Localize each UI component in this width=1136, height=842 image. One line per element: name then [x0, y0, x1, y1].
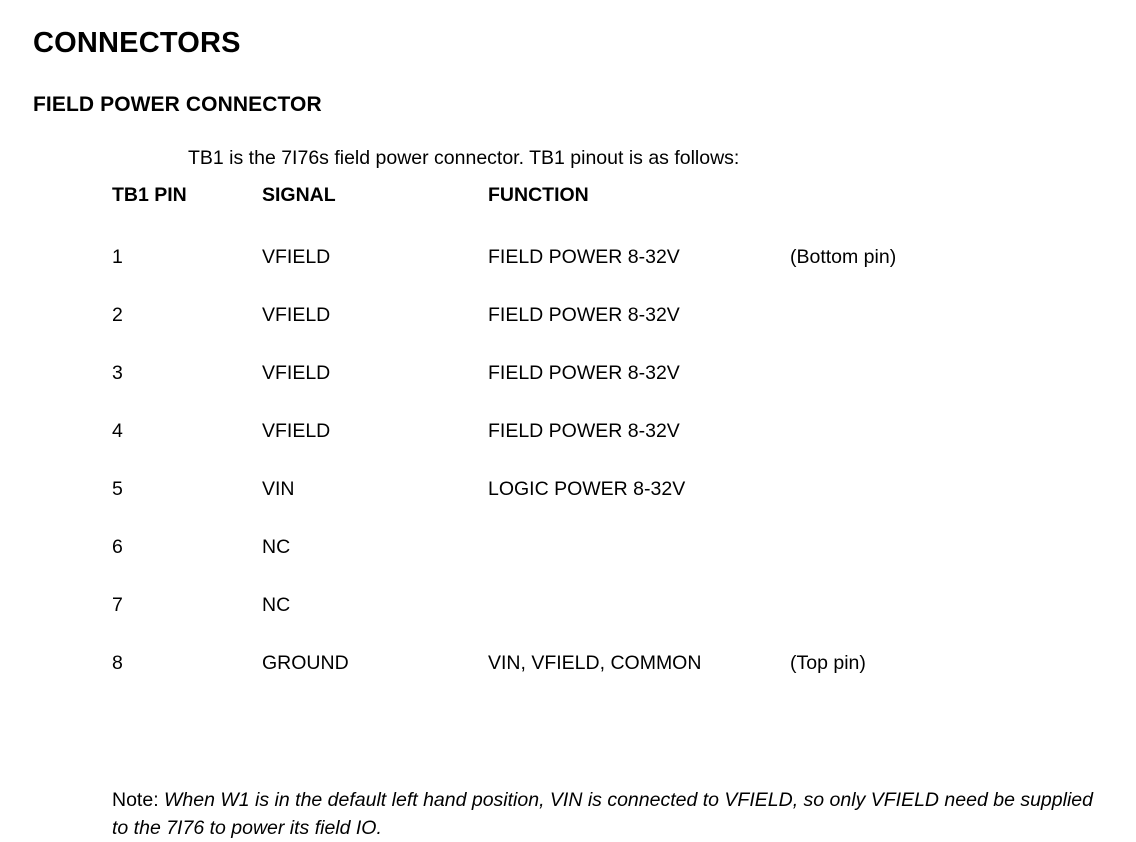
- table-row: 4 VFIELD FIELD POWER 8-32V: [0, 420, 1136, 480]
- footnote-label: Note:: [112, 788, 165, 811]
- table-header-row: TB1 PIN SIGNAL FUNCTION: [0, 184, 1136, 248]
- cell-signal: GROUND: [262, 652, 349, 674]
- table-row: 3 VFIELD FIELD POWER 8-32V: [0, 362, 1136, 422]
- column-header-pin: TB1 PIN: [112, 184, 187, 206]
- page-title: CONNECTORS: [33, 27, 241, 60]
- cell-signal: VFIELD: [262, 246, 331, 268]
- cell-signal: VFIELD: [262, 420, 331, 442]
- cell-pin: 3: [112, 362, 123, 384]
- table-row: 5 VIN LOGIC POWER 8-32V: [0, 478, 1136, 538]
- cell-signal: VIN: [262, 478, 295, 500]
- cell-pin: 1: [112, 246, 123, 268]
- cell-note: (Bottom pin): [790, 246, 897, 268]
- column-header-signal: SIGNAL: [262, 184, 336, 206]
- cell-pin: 5: [112, 478, 123, 500]
- cell-function: VIN, VFIELD, COMMON: [488, 652, 702, 674]
- cell-function: FIELD POWER 8-32V: [488, 362, 680, 384]
- table-row: 8 GROUND VIN, VFIELD, COMMON (Top pin): [0, 652, 1136, 712]
- footnote-body: When W1 is in the default left hand posi…: [112, 788, 1093, 839]
- cell-function: FIELD POWER 8-32V: [488, 304, 680, 326]
- intro-paragraph: TB1 is the 7I76s field power connector. …: [188, 146, 740, 169]
- cell-signal: VFIELD: [262, 304, 331, 326]
- cell-signal: NC: [262, 594, 291, 616]
- cell-pin: 4: [112, 420, 123, 442]
- cell-pin: 6: [112, 536, 123, 558]
- cell-pin: 2: [112, 304, 123, 326]
- table-row: 6 NC: [0, 536, 1136, 596]
- cell-function: LOGIC POWER 8-32V: [488, 478, 686, 500]
- section-heading: FIELD POWER CONNECTOR: [33, 93, 322, 117]
- pinout-table: TB1 PIN SIGNAL FUNCTION 1 VFIELD FIELD P…: [0, 184, 1136, 712]
- cell-note: (Top pin): [790, 652, 866, 674]
- cell-function: FIELD POWER 8-32V: [488, 420, 680, 442]
- table-row: 1 VFIELD FIELD POWER 8-32V (Bottom pin): [0, 246, 1136, 306]
- table-row: 7 NC: [0, 594, 1136, 654]
- table-row: 2 VFIELD FIELD POWER 8-32V: [0, 304, 1136, 364]
- cell-signal: NC: [262, 536, 291, 558]
- cell-signal: VFIELD: [262, 362, 331, 384]
- column-header-function: FUNCTION: [488, 184, 589, 206]
- cell-pin: 7: [112, 594, 123, 616]
- cell-function: FIELD POWER 8-32V: [488, 246, 680, 268]
- cell-pin: 8: [112, 652, 123, 674]
- footnote: Note: When W1 is in the default left han…: [112, 786, 1102, 842]
